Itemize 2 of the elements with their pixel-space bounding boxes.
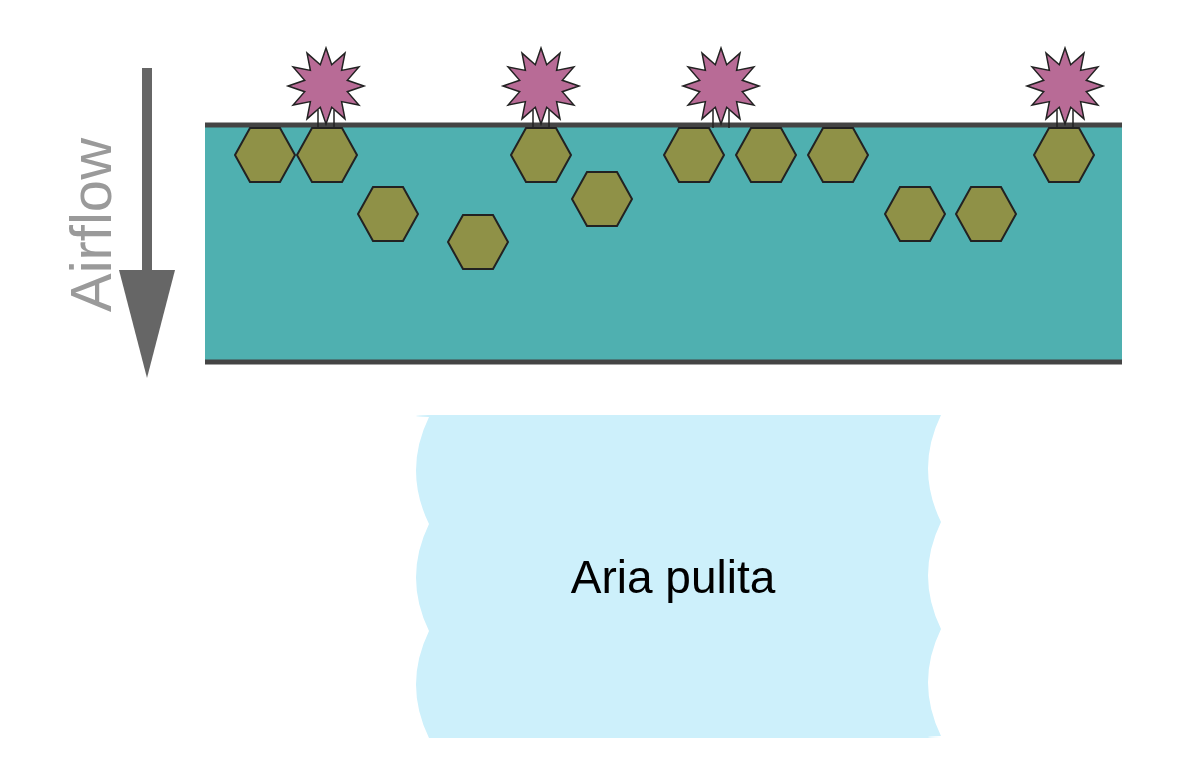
panel-label: Aria pulita (569, 549, 777, 604)
direction-label: Airflow (56, 138, 124, 312)
